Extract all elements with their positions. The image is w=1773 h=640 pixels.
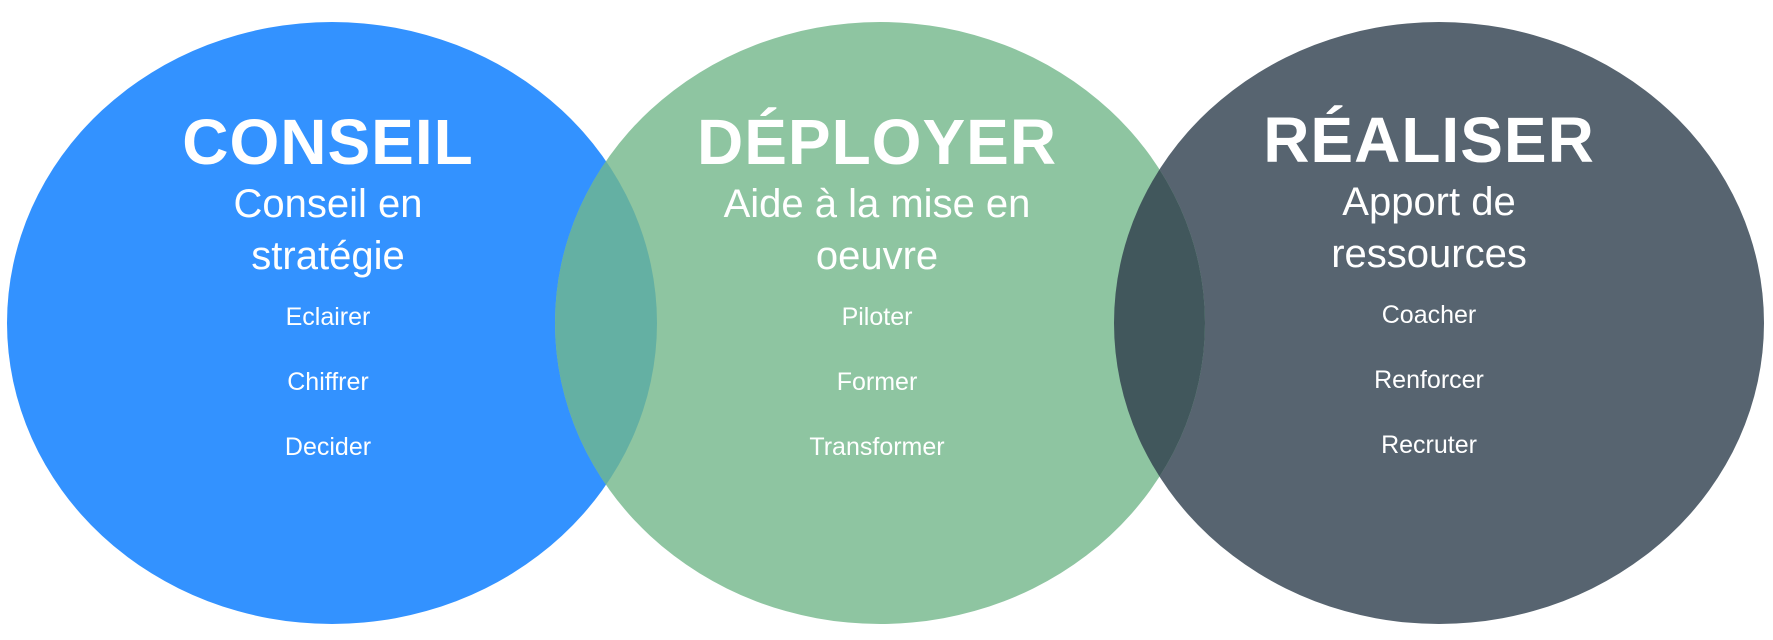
conseil-items: Eclairer Chiffrer Decider (98, 302, 558, 462)
deployer-subtitle-line1: Aide à la mise en (723, 182, 1031, 226)
circle-conseil (7, 22, 657, 624)
deployer-items: Piloter Former Transformer (647, 302, 1107, 462)
conseil-item: Chiffrer (287, 368, 369, 396)
circle-deployer (555, 22, 1205, 624)
deployer-label-group: DÉPLOYER Aide à la mise en oeuvre Pilote… (647, 106, 1107, 497)
realiser-item: Coacher (1381, 301, 1477, 329)
conseil-item: Eclairer (285, 303, 371, 331)
deployer-item: Piloter (841, 303, 913, 331)
conseil-item: Decider (284, 433, 372, 461)
deployer-title: DÉPLOYER (696, 106, 1058, 178)
deployer-item: Former (836, 368, 918, 396)
deployer-item: Transformer (809, 433, 945, 461)
realiser-subtitle-line1: Apport de (1342, 180, 1516, 224)
deployer-subtitle-line2: oeuvre (815, 234, 939, 278)
conseil-label-group: CONSEIL Conseil en stratégie Eclairer Ch… (98, 106, 558, 497)
realiser-title: RÉALISER (1263, 104, 1595, 176)
realiser-subtitle-line2: ressources (1331, 232, 1527, 276)
conseil-subtitle-line2: stratégie (251, 234, 405, 278)
realiser-item: Renforcer (1374, 366, 1484, 394)
realiser-item: Recruter (1381, 431, 1477, 459)
conseil-subtitle-line1: Conseil en (233, 182, 423, 226)
realiser-items: Coacher Renforcer Recruter (1199, 300, 1659, 460)
circle-realiser (1114, 22, 1764, 624)
conseil-title: CONSEIL (182, 106, 474, 178)
realiser-label-group: RÉALISER Apport de ressources Coacher Re… (1199, 104, 1659, 495)
